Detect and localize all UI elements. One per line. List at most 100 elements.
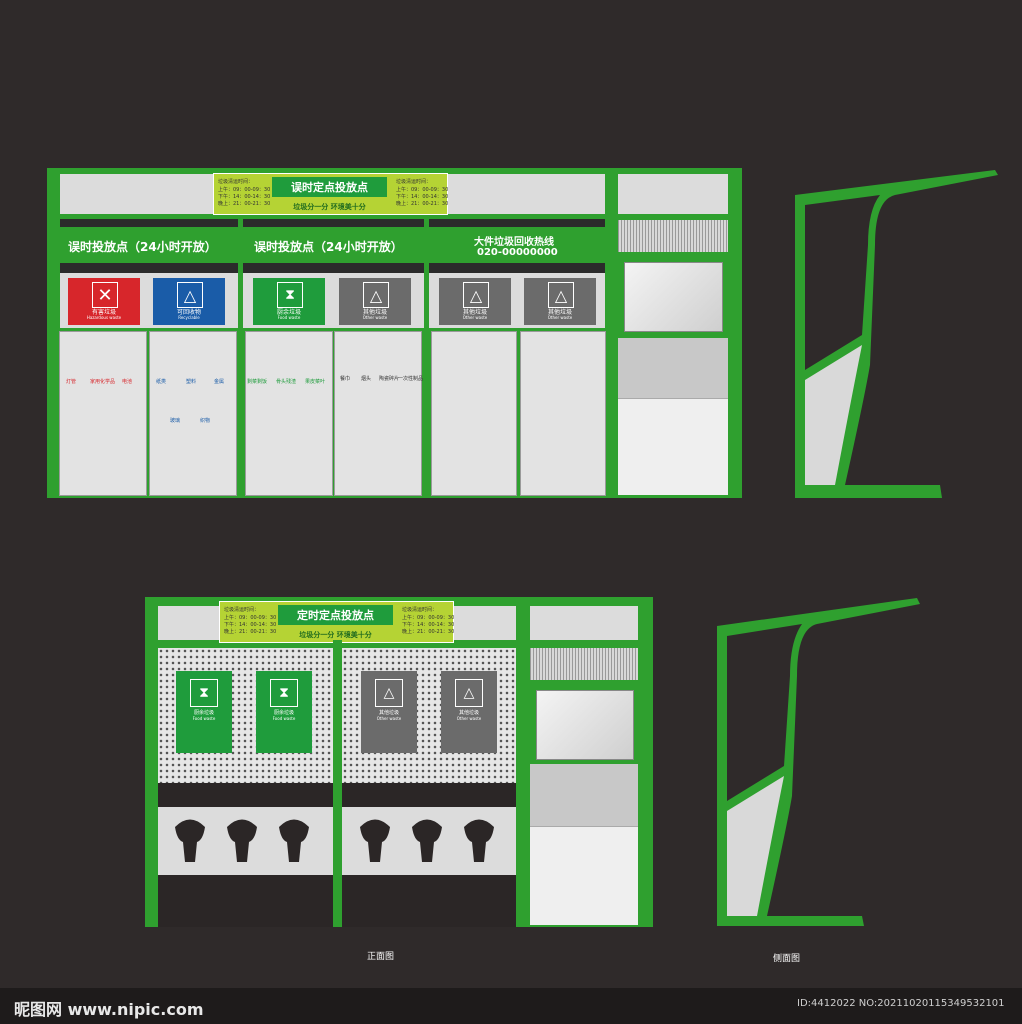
watermark-bar bbox=[0, 988, 1022, 1024]
sign-other-waste-2-sub: Other waste bbox=[462, 315, 488, 320]
door-3 bbox=[245, 331, 333, 496]
hazard-item-0: 灯管 bbox=[66, 379, 77, 385]
bottom-schedule-right-1: 下午：14：00-14：30 bbox=[402, 622, 455, 628]
other-item-0: 餐巾 bbox=[340, 376, 351, 382]
sign-other-waste-2-label: 其他垃圾 bbox=[462, 309, 487, 316]
side-view-bottom bbox=[717, 598, 920, 926]
bottom-sign-food-1: ⧗ 厨余垃圾 Food waste bbox=[176, 671, 232, 753]
bottom-sign-food-2-sub: Food waste bbox=[272, 716, 296, 721]
sign-food-waste-sub: Food waste bbox=[277, 315, 301, 320]
hourglass-icon: ⧗ bbox=[277, 282, 303, 308]
bottom-schedule-title-left: 垃圾清运时间： bbox=[224, 607, 260, 613]
food-item-0: 剩菜剩饭 bbox=[247, 379, 268, 385]
mirror bbox=[624, 262, 723, 332]
bottom-schedule-left-1: 下午：14：00-14：30 bbox=[224, 622, 277, 628]
other-waste-icon: △ bbox=[455, 679, 483, 707]
door-6 bbox=[520, 331, 606, 496]
door-5 bbox=[431, 331, 517, 496]
bottom-sign-food-2: ⧗ 厨余垃圾 Food waste bbox=[256, 671, 312, 753]
other-waste-icon: △ bbox=[463, 282, 489, 308]
top-schedule-title-left: 垃圾清运时间： bbox=[218, 179, 254, 185]
vent-grille bbox=[618, 220, 728, 252]
bottom-vent-grille bbox=[530, 648, 638, 680]
bottom-sign-other-2-label: 其他垃圾 bbox=[458, 710, 479, 716]
other-item-2: 陶瓷碎片 bbox=[379, 376, 400, 382]
bottom-schedule-left-0: 上午：09：00-09：30 bbox=[224, 615, 277, 621]
caption-side-view: 侧面图 bbox=[773, 954, 801, 964]
recycle-item-3: 玻璃 bbox=[170, 418, 181, 424]
bottom-dark-band-right bbox=[342, 783, 516, 807]
recycle-item-2: 金属 bbox=[214, 379, 225, 385]
bottom-schedule-right-2: 晚上：21：00-21：30 bbox=[402, 629, 455, 635]
sign-other-waste-1-sub: Other waste bbox=[362, 315, 388, 320]
bottom-beam-right bbox=[530, 606, 638, 640]
sign-recyclable-sub: Recyclable bbox=[178, 315, 200, 320]
other-waste-icon: △ bbox=[375, 679, 403, 707]
bottom-schedule-title-right: 垃圾清运时间： bbox=[402, 607, 438, 613]
recycle-item-4: 织物 bbox=[200, 418, 211, 424]
bottom-cabinet bbox=[530, 826, 638, 925]
hazard-item-2: 电池 bbox=[122, 379, 133, 385]
bay3-title: 大件垃圾回收热线 bbox=[474, 237, 554, 248]
top-header-sign: 误时定点投放点 垃圾分一分 环境美十分 垃圾清运时间： 上午：09：00-09：… bbox=[213, 173, 448, 215]
bottom-header-title-box bbox=[278, 605, 393, 625]
door-2 bbox=[149, 331, 237, 496]
bottom-sign-other-1-sub: Other waste bbox=[376, 716, 402, 721]
hazard-icon: ✕ bbox=[92, 282, 118, 308]
bottom-schedule-left-2: 晚上：21：00-21：30 bbox=[224, 629, 277, 635]
top-schedule-right-1: 下午：14：00-14：30 bbox=[396, 194, 449, 200]
watermark-id: ID:4412022 NO:20211020115349532101 bbox=[797, 998, 1005, 1009]
hourglass-icon: ⧗ bbox=[190, 679, 218, 707]
sign-hazardous-sub: Hazardous waste bbox=[86, 315, 122, 320]
sink-counter bbox=[618, 338, 728, 398]
sign-recyclable-label: 可回收物 bbox=[176, 309, 201, 316]
top-schedule-left-1: 下午：14：00-14：30 bbox=[218, 194, 271, 200]
bottom-mirror bbox=[536, 690, 634, 760]
drop-slots-left bbox=[175, 819, 309, 862]
bottom-sign-food-1-sub: Food waste bbox=[192, 716, 216, 721]
caption-front-view: 正面图 bbox=[367, 952, 395, 962]
sign-other-waste-1: △ 其他垃圾 Other waste bbox=[339, 278, 411, 325]
bottom-base-left bbox=[158, 875, 333, 927]
top-schedule-left-0: 上午：09：00-09：30 bbox=[218, 187, 271, 193]
top-header-title-box bbox=[272, 177, 387, 197]
food-item-2: 果皮菜叶 bbox=[305, 379, 326, 385]
hazard-item-1: 家用化学品 bbox=[90, 379, 116, 385]
bottom-dark-band-left bbox=[158, 783, 333, 807]
recycle-item-0: 纸类 bbox=[156, 379, 167, 385]
sign-hazardous-label: 有害垃圾 bbox=[91, 309, 116, 316]
bottom-separator-2 bbox=[516, 597, 528, 927]
top-schedule-right-0: 上午：09：00-09：30 bbox=[396, 187, 449, 193]
recycle-icon: △ bbox=[177, 282, 203, 308]
side-view-top bbox=[795, 170, 998, 498]
bottom-sink-counter bbox=[530, 764, 638, 826]
top-schedule-right-2: 晚上：21：00-21：30 bbox=[396, 201, 449, 207]
top-schedule-title-right: 垃圾清运时间： bbox=[396, 179, 432, 185]
other-item-3: 一次性制品 bbox=[398, 376, 424, 382]
top-header-slogan: 垃圾分一分 环境美十分 bbox=[293, 203, 366, 211]
bottom-sign-other-1: △ 其他垃圾 Other waste bbox=[361, 671, 417, 753]
bottom-base-right bbox=[342, 875, 516, 927]
top-beam-right bbox=[618, 174, 728, 214]
watermark-site: 昵图网 www.nipic.com bbox=[14, 1000, 204, 1019]
bottom-header-sign: 定时定点投放点 垃圾分一分 环境美十分 垃圾清运时间： 上午：09：00-09：… bbox=[219, 601, 454, 643]
bay3-phone: 020-00000000 bbox=[477, 247, 558, 258]
bottom-sign-food-1-label: 厨余垃圾 bbox=[193, 710, 214, 716]
sign-other-waste-2: △ 其他垃圾 Other waste bbox=[439, 278, 511, 325]
cabinet bbox=[618, 398, 728, 495]
bottom-sign-other-2-sub: Other waste bbox=[456, 716, 482, 721]
bottom-sign-other-2: △ 其他垃圾 Other waste bbox=[441, 671, 497, 753]
bottom-header-slogan: 垃圾分一分 环境美十分 bbox=[299, 631, 372, 639]
top-separator-2 bbox=[424, 219, 429, 498]
sign-other-waste-3-label: 其他垃圾 bbox=[547, 309, 572, 316]
door-4 bbox=[334, 331, 422, 496]
top-schedule-left-2: 晚上：21：00-21：30 bbox=[218, 201, 271, 207]
top-separator-3 bbox=[608, 168, 616, 498]
food-item-1: 骨头残渣 bbox=[276, 379, 297, 385]
drop-slots-right bbox=[360, 819, 494, 862]
other-waste-icon: △ bbox=[363, 282, 389, 308]
bottom-separator-1 bbox=[333, 640, 342, 927]
other-waste-icon: △ bbox=[548, 282, 574, 308]
top-separator-1 bbox=[238, 219, 243, 498]
sign-other-waste-3: △ 其他垃圾 Other waste bbox=[524, 278, 596, 325]
